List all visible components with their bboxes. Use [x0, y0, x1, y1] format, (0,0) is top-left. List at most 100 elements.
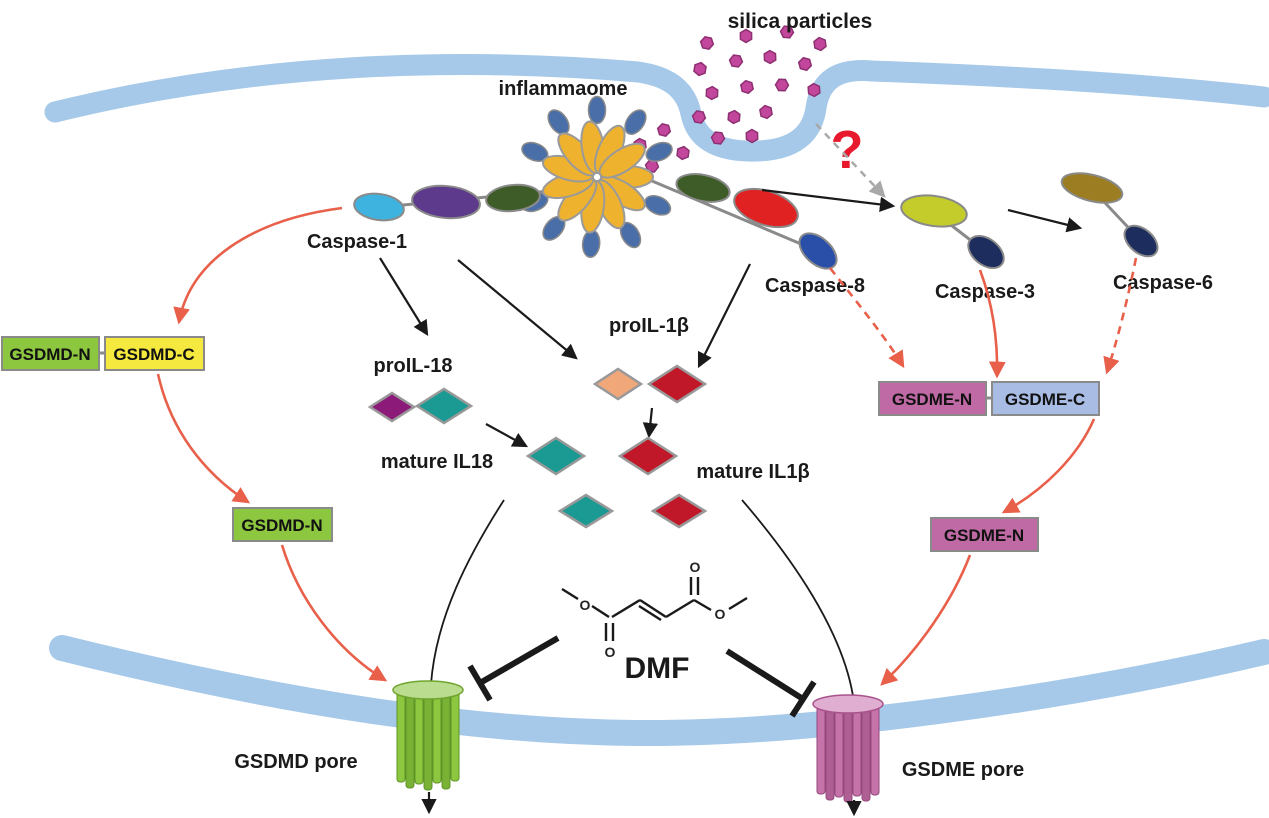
pore-opening — [392, 680, 464, 700]
silica-particle — [702, 84, 722, 102]
inflammasome-complex — [521, 95, 673, 258]
silica-particle — [738, 78, 756, 96]
dmf-oxygen-atom: O — [605, 644, 616, 660]
arrow-proil18-to-mature — [485, 423, 529, 448]
dmf-inhibits-gsdmd-tbar — [467, 635, 560, 702]
red-arrow-gsdmen-to-pore — [880, 554, 972, 686]
dmf-bond — [693, 598, 712, 612]
inflammasome-petal — [598, 142, 646, 179]
dmf-bond — [728, 596, 748, 611]
inflammasome-oval — [581, 229, 601, 258]
gsdmd-n-box-label: GSDMD-N — [9, 345, 90, 364]
pore-subunit — [414, 687, 424, 785]
silica-particle — [811, 35, 829, 53]
proil1b-cytokine-diamond — [646, 364, 708, 404]
mature-il1b-diamond — [617, 436, 679, 476]
silica-particle — [774, 78, 790, 92]
dmf-oxygen-atom: O — [715, 606, 726, 622]
proil1b-prodomain-diamond — [592, 367, 644, 401]
dmf-oxygen-atom: O — [580, 597, 591, 613]
inflammasome-oval — [645, 141, 673, 163]
pore-subunit — [870, 701, 880, 796]
dmf-double-bond — [638, 598, 667, 622]
inflammasome-oval — [644, 194, 672, 216]
red-arrow-gsdme-cleavage — [1001, 418, 1096, 514]
caspase3-large-domain — [900, 194, 968, 228]
gsdme-c-box — [991, 381, 1100, 416]
mature-il1b-label: mature IL1β — [696, 461, 809, 483]
silica-particle — [724, 107, 744, 127]
pore-opening — [812, 694, 884, 714]
caspase3-label: Caspase-3 — [935, 281, 1035, 303]
red-arrow-gsdmdn-to-pore — [280, 544, 388, 682]
pore-subunit — [861, 701, 871, 802]
pore-subunit — [423, 687, 433, 791]
proil18-cytokine-diamond — [414, 387, 474, 425]
gsdme-n-cleaved-box — [930, 517, 1039, 552]
silica-particle — [757, 103, 775, 121]
inflammasome-oval — [547, 109, 570, 135]
gsdmd-pore — [392, 680, 464, 791]
caspase1-label: Caspase-1 — [307, 231, 407, 253]
mature-il1b-diamond — [650, 493, 708, 529]
silica-particle — [673, 143, 693, 163]
caspase6-small-domain — [1123, 224, 1159, 258]
gsdme-c-box-label: GSDME-C — [1005, 390, 1085, 409]
proil18-label: proIL-18 — [374, 355, 453, 377]
gsdmd-c-box-label: GSDMD-C — [113, 345, 194, 364]
pore-subunit — [852, 701, 862, 797]
silica-particle — [760, 48, 780, 66]
inflammasome-label: inflammaome — [499, 78, 628, 100]
il18-secretion-path — [430, 499, 505, 685]
pore-subunit — [825, 701, 835, 801]
red-arrow-caspase1-to-gsdmd — [173, 206, 343, 325]
gsdme-n-box — [878, 381, 987, 416]
dashed-arrow-silica-to-caspase3 — [815, 123, 886, 198]
gsdmd-pore-label: GSDMD pore — [234, 751, 357, 773]
mature-il18-diamond — [557, 493, 615, 529]
silica-particle — [796, 56, 814, 72]
pore-subunit — [843, 701, 853, 803]
dmf-inhibits-gsdme-tbar — [725, 648, 817, 718]
silica-particle — [698, 35, 716, 51]
gsdme-pore — [812, 694, 884, 803]
silica-particle — [728, 53, 744, 69]
pore-subunit — [432, 687, 442, 784]
caspase8-small-domain — [798, 232, 838, 270]
arrow-caspase1-to-proil1b — [457, 259, 578, 360]
gsdme-n-box-label: GSDME-N — [892, 390, 972, 409]
question-mark: ? — [831, 120, 864, 180]
gsdme-pore-label: GSDME pore — [902, 759, 1024, 781]
caspase8-adaptor-domain — [675, 173, 731, 203]
pore-subunit — [450, 687, 460, 782]
red-arrow-gsdmd-cleavage — [156, 373, 251, 504]
red-arrow-caspase3-to-gsdme — [978, 269, 1006, 379]
caspase1-catalytic-domain — [411, 184, 481, 220]
proil18-prodomain-diamond — [367, 391, 417, 423]
gsdmd-n-cleaved-label: GSDMD-N — [241, 516, 322, 535]
mature-il18-label: mature IL18 — [381, 451, 493, 473]
caspase8-linker — [644, 176, 821, 254]
dmf-bond — [611, 598, 641, 619]
dashed-red-arrow-caspase8-to-gsdme — [828, 267, 905, 369]
gsdmd-c-box — [104, 336, 205, 371]
pore-subunit — [834, 701, 844, 798]
inflammasome-oval — [587, 95, 607, 125]
caspase1-adaptor-domain — [485, 183, 541, 213]
proil1b-label: proIL-1β — [609, 315, 689, 337]
caspase6-large-domain — [1060, 172, 1124, 204]
arrow-proil1b-to-mature — [642, 407, 659, 439]
caspase6-label: Caspase-6 — [1113, 272, 1213, 294]
dmf-bond — [561, 587, 579, 601]
silica-particle — [690, 59, 710, 79]
il1b-secretion-path — [741, 499, 854, 697]
dmf-structure: O O O O — [561, 559, 748, 660]
mature-il18-diamond — [525, 436, 587, 476]
inflammasome-oval — [624, 109, 647, 135]
pore-subunit — [396, 687, 406, 783]
dmf-oxygen-atom: O — [690, 559, 701, 575]
top-cell-membrane — [44, 54, 1269, 162]
dmf-carbonyl-bond — [689, 577, 700, 595]
arrow-caspase1-to-proil18 — [379, 257, 429, 336]
